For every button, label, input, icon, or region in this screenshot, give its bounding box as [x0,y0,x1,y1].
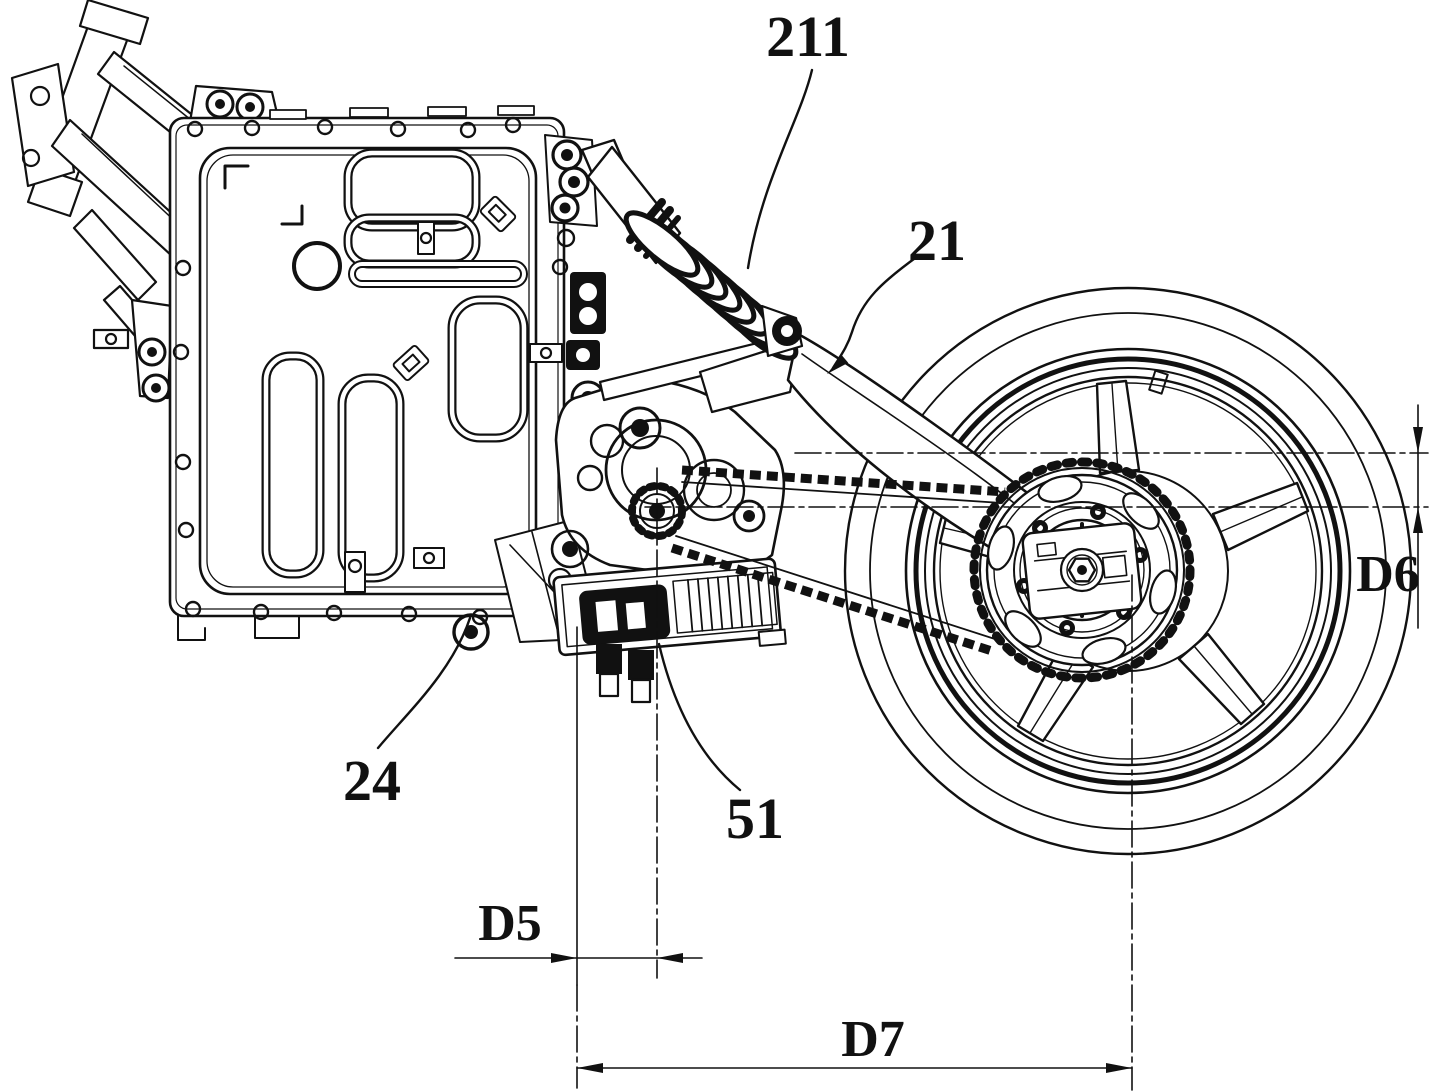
battery-pack [168,105,576,641]
dim-label-d5: D5 [478,895,542,952]
reference-lines [576,452,1429,1091]
dimension-d6 [1413,404,1423,629]
battery-connectors [529,134,606,416]
ref-label-24: 24 [343,748,401,813]
rear-sprocket-hub [969,457,1195,683]
rear-wheel [843,286,1413,856]
ref-label-211: 211 [766,4,850,69]
leader-lines [376,68,920,792]
shock-spring [623,210,799,361]
drive-chain [670,465,1006,657]
controller-unit [552,557,787,657]
ref-label-21: 21 [908,208,966,273]
dimension-d7 [576,1063,1133,1073]
dimension-d5 [454,953,703,963]
dim-label-d6: D6 [1356,546,1420,603]
ref-label-51: 51 [726,786,784,851]
shock-absorber [580,138,804,361]
dim-label-d7: D7 [841,1011,905,1068]
controller-cables [596,644,654,704]
wheel-spokes [938,379,1310,743]
